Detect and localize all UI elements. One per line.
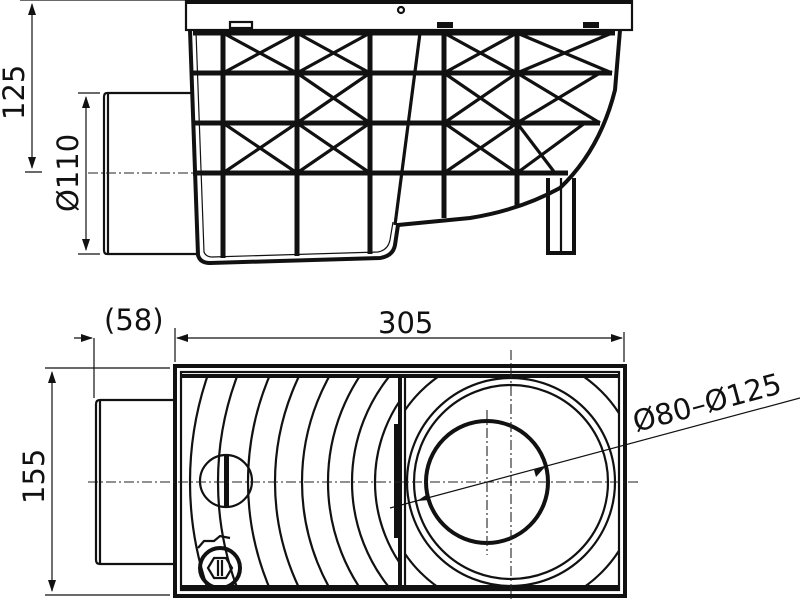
dim-body-width-label: 155 [17, 449, 51, 504]
body-frame [173, 364, 627, 598]
dim-body-length-label: 305 [378, 306, 433, 340]
dim-height-label: 125 [0, 65, 31, 120]
body-outline [188, 29, 622, 266]
lid-plate [184, 0, 634, 32]
side-view: 125 Ø110 [0, 0, 634, 266]
outlet-pipe [102, 91, 198, 256]
dim-outlet-diameter-label: Ø110 [51, 134, 85, 212]
top-view: Ø80–Ø125 (58) 305 155 [17, 303, 800, 600]
dim-inlet-range-label: Ø80–Ø125 [629, 366, 785, 438]
lock-nut-icon [198, 546, 242, 590]
screw-hole-icon [396, 5, 406, 15]
outlet-pipe-top [94, 398, 175, 566]
dim-outlet-length-label: (58) [104, 303, 164, 337]
